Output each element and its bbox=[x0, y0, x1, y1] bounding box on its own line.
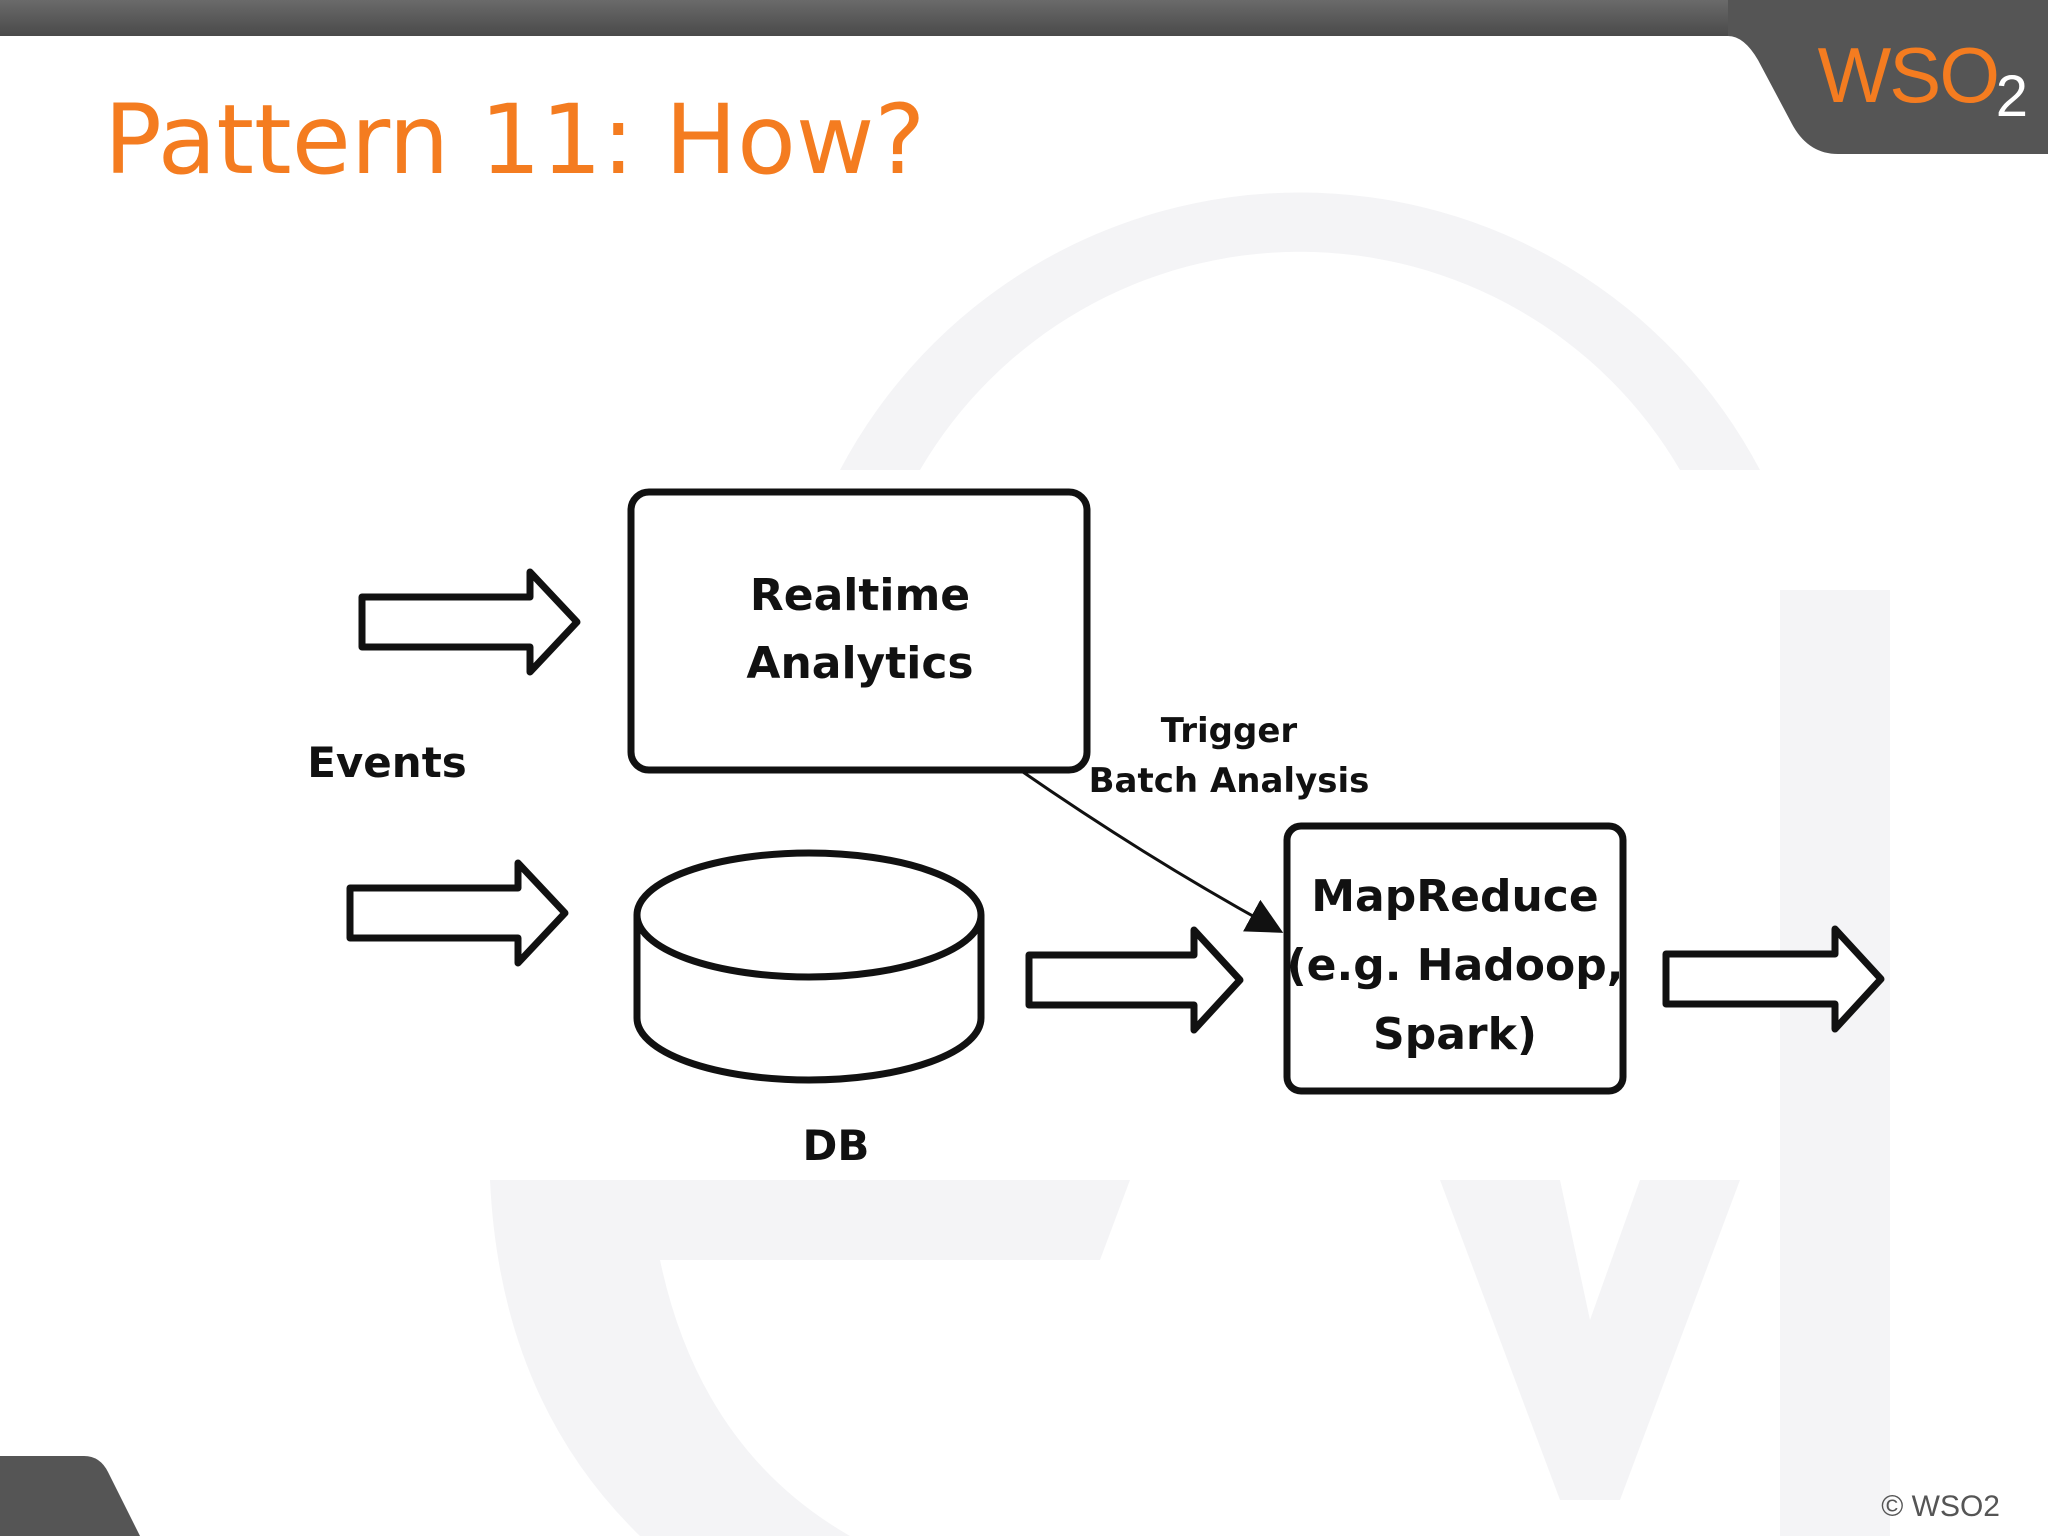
trigger-label-line1: Trigger bbox=[1161, 711, 1298, 751]
events-arrow-bottom bbox=[346, 859, 569, 967]
realtime-analytics-label-line1: Realtime bbox=[750, 570, 970, 621]
db-label: DB bbox=[803, 1121, 870, 1170]
events-label: Events bbox=[307, 738, 467, 787]
trigger-label-line2: Batch Analysis bbox=[1089, 761, 1370, 801]
realtime-analytics-box bbox=[627, 488, 1091, 774]
realtime-analytics-label-line2: Analytics bbox=[746, 638, 973, 689]
mapreduce-box bbox=[1283, 822, 1627, 1095]
brand-logo: WSO bbox=[1817, 31, 2000, 119]
output-arrow bbox=[1662, 925, 1885, 1033]
db-cylinder bbox=[633, 849, 985, 1084]
slide-title: Pattern 11: How? bbox=[104, 84, 926, 196]
mapreduce-label-line1: MapReduce bbox=[1311, 871, 1598, 922]
footer-tab bbox=[0, 1456, 140, 1536]
mapreduce-label-line3: Spark) bbox=[1373, 1009, 1537, 1060]
top-bar bbox=[0, 0, 2048, 36]
trigger-connector bbox=[1019, 768, 1284, 933]
copyright-text: © WSO2 bbox=[1881, 1490, 2000, 1523]
mapreduce-label-line2: (e.g. Hadoop, bbox=[1287, 940, 1624, 991]
logo-tab bbox=[1728, 0, 2048, 154]
brand-logo-subscript: 2 bbox=[1995, 64, 2028, 129]
db-to-mapreduce-arrow bbox=[1025, 926, 1244, 1034]
events-arrow-top bbox=[358, 568, 581, 676]
